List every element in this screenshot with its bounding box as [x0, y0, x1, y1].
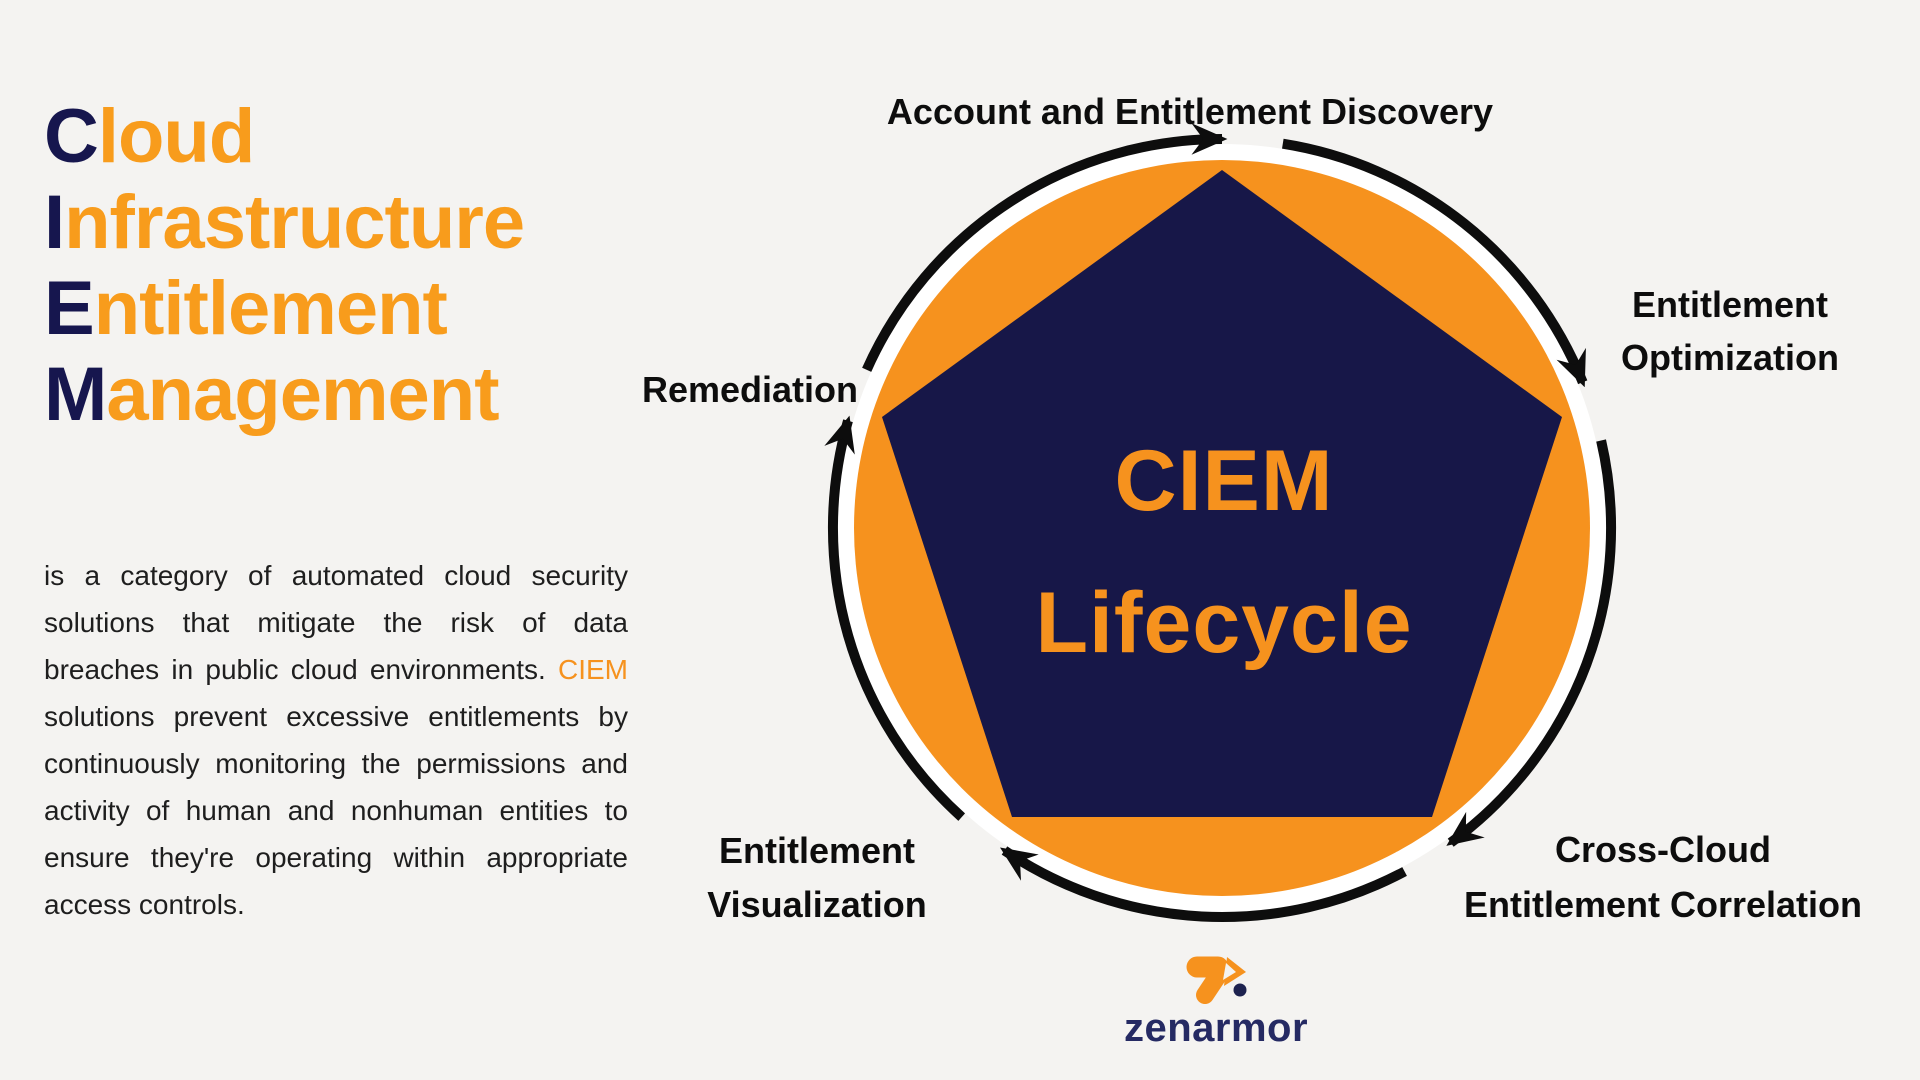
title-line-cloud: Cloud	[44, 94, 255, 179]
zenarmor-logo-icon	[1186, 956, 1247, 1004]
cycle-arc-left-up	[824, 415, 966, 821]
title-line-entitlement: Entitlement	[44, 266, 448, 351]
stage-label-entitlement-optimization: Entitlement Optimization	[1621, 284, 1839, 378]
stage-label-account-entitlement-discovery: Account and Entitlement Discovery	[886, 91, 1494, 132]
page-title: Cloud Infrastructure Entitlement Managem…	[44, 94, 525, 438]
pentagon	[882, 170, 1562, 817]
cycle-arrows	[824, 123, 1617, 922]
description-text-after: solutions prevent excessive entitlements…	[44, 701, 628, 920]
diagram-center-title-lifecycle: Lifecycle	[1035, 575, 1413, 671]
description-text-before: is a category of automated cloud securit…	[44, 560, 628, 685]
stage-label-entitlement-visualization: Entitlement Visualization	[707, 830, 927, 925]
logo-dot	[1233, 983, 1247, 997]
cycle-arc-up-top	[862, 123, 1228, 372]
title-line-infrastructure: Infrastructure	[44, 180, 525, 265]
cycle-arc-top-right	[1282, 138, 1588, 388]
stage-label-cross-cloud-entitlement-correlation: Cross-Cloud Entitlement Correlation	[1463, 829, 1863, 925]
cycle-arc-right-bottom	[1446, 439, 1617, 847]
zenarmor-wordmark: zenarmor	[1123, 1006, 1309, 1050]
description-highlight-ciem: CIEM	[558, 654, 628, 685]
title-line-management: Management	[44, 352, 500, 437]
cycle-arc-bottom-left	[1000, 846, 1407, 922]
description-paragraph: is a category of automated cloud securit…	[44, 552, 628, 928]
diagram-center-title-ciem: CIEM	[1114, 433, 1334, 529]
stage-label-remediation: Remediation	[641, 369, 859, 410]
